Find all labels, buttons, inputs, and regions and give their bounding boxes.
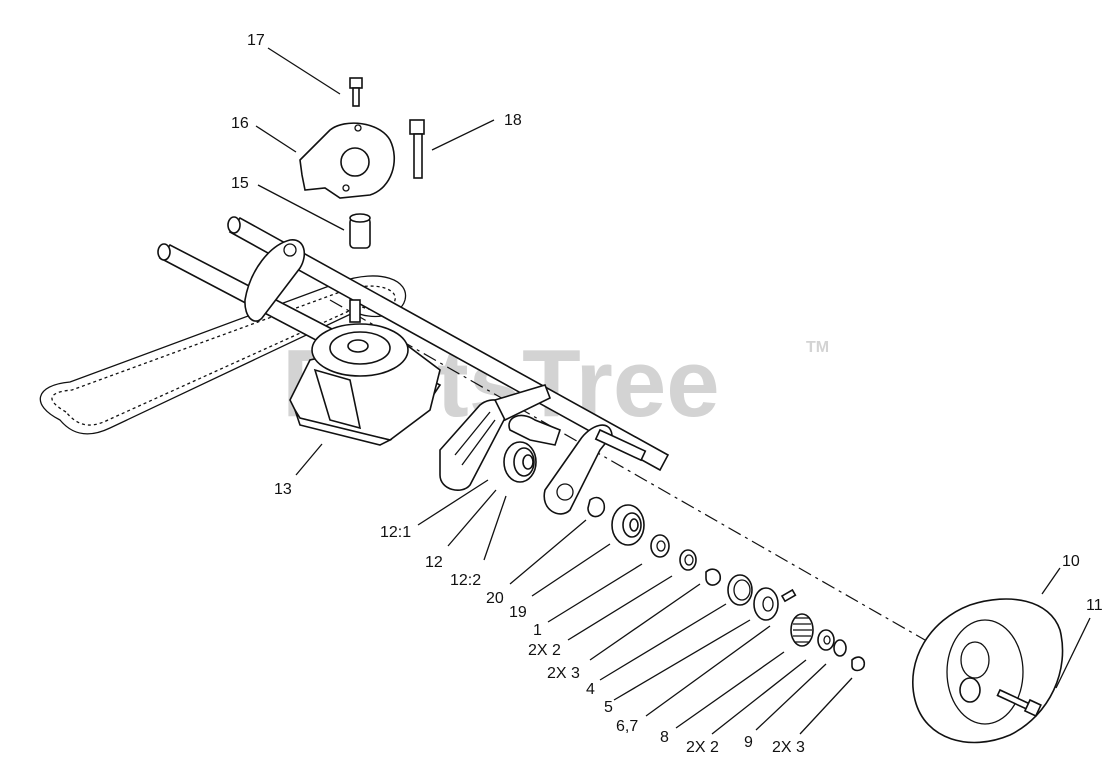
- callout-2x3-b: 2X 3: [772, 739, 805, 756]
- watermark-trademark: TM: [806, 339, 829, 356]
- callout-5: 5: [604, 699, 613, 716]
- callout-12-1: 12:1: [380, 524, 411, 541]
- plate-near-gearbox: [493, 384, 561, 446]
- drive-belt: [39, 275, 407, 435]
- callout-18: 18: [504, 112, 522, 129]
- callout-8: 8: [660, 729, 669, 746]
- adjuster-plate: [543, 424, 647, 515]
- gearbox-housing: [289, 299, 441, 446]
- clip-2x3: [705, 568, 722, 586]
- callout-9: 9: [744, 734, 753, 751]
- pivot-bracket-12-1: [439, 399, 507, 491]
- shaft-bracket: [244, 239, 306, 322]
- gear-8: [790, 613, 814, 647]
- ring-2x2: [679, 549, 697, 571]
- bearing-19: [611, 504, 645, 546]
- bolt-11: [996, 688, 1042, 718]
- callout-17: 17: [247, 32, 265, 49]
- callout-15: 15: [231, 175, 249, 192]
- washer-2x2: [817, 629, 835, 651]
- callout-2x3-a: 2X 3: [547, 665, 580, 682]
- callout-6-7: 6,7: [616, 718, 638, 735]
- callout-16: 16: [231, 115, 249, 132]
- bolt-18: [409, 119, 425, 179]
- callout-19: 19: [509, 604, 527, 621]
- washer-1: [650, 534, 670, 558]
- callout-12: 12: [425, 554, 443, 571]
- axle-centerline: [329, 299, 961, 661]
- ring-4: [727, 574, 753, 606]
- spring-9: [833, 639, 847, 657]
- callout-11: 11: [1086, 597, 1103, 614]
- wheel-10: [912, 598, 1064, 744]
- callout-12-2: 12:2: [450, 572, 481, 589]
- pin-6-7: [780, 588, 797, 603]
- bolt-17: [349, 77, 363, 107]
- ratchet-5: [753, 587, 779, 621]
- clip-2x3-b: [851, 656, 866, 672]
- pulley-12: [503, 441, 537, 483]
- clip-20: [587, 496, 606, 518]
- cover-plate-16: [299, 122, 395, 199]
- callout-4: 4: [586, 681, 595, 698]
- callout-20: 20: [486, 590, 504, 607]
- callout-2x2-a: 2X 2: [528, 642, 561, 659]
- callout-2x2-b: 2X 2: [686, 739, 719, 756]
- spacer-15: [349, 213, 371, 249]
- callout-1: 1: [533, 622, 542, 639]
- callout-10: 10: [1062, 553, 1080, 570]
- callout-13: 13: [274, 481, 292, 498]
- leader-lines: [255, 47, 1091, 735]
